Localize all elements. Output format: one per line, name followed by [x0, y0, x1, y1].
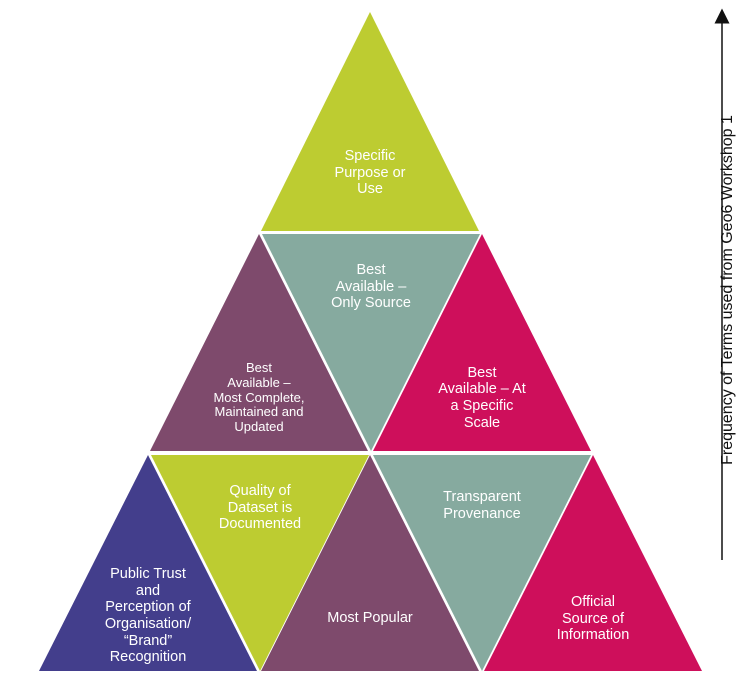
frequency-axis-label: Frequency of Terms used from Geo6 Worksh… — [719, 115, 736, 465]
triangle-best-only-source — [262, 234, 480, 451]
triangle-transparent-provenance — [373, 455, 591, 671]
triangle-official-source — [484, 455, 702, 671]
label-specific-purpose: Specific Purpose or Use — [334, 147, 406, 198]
label-official-source: Official Source of Information — [556, 593, 630, 644]
triangle-specific-purpose — [261, 12, 479, 231]
triangle-public-trust — [39, 455, 257, 671]
triangle-most-popular — [261, 455, 479, 671]
triangle-best-most-complete — [150, 234, 368, 451]
label-best-only-source: Best Available – Only Source — [331, 261, 411, 312]
triangle-quality-documented — [151, 455, 369, 671]
label-public-trust: Public Trust and Perception of Organisat… — [104, 565, 192, 666]
label-best-most-complete: Best Available – Most Complete, Maintain… — [213, 359, 305, 435]
label-best-specific-scale: Best Available – At a Specific Scale — [438, 364, 526, 431]
label-quality-documented: Quality of Dataset is Documented — [218, 482, 302, 533]
triangle-best-specific-scale — [373, 234, 591, 451]
label-transparent-provenance: Transparent Provenance — [443, 489, 521, 522]
label-most-popular: Most Popular — [327, 609, 413, 626]
